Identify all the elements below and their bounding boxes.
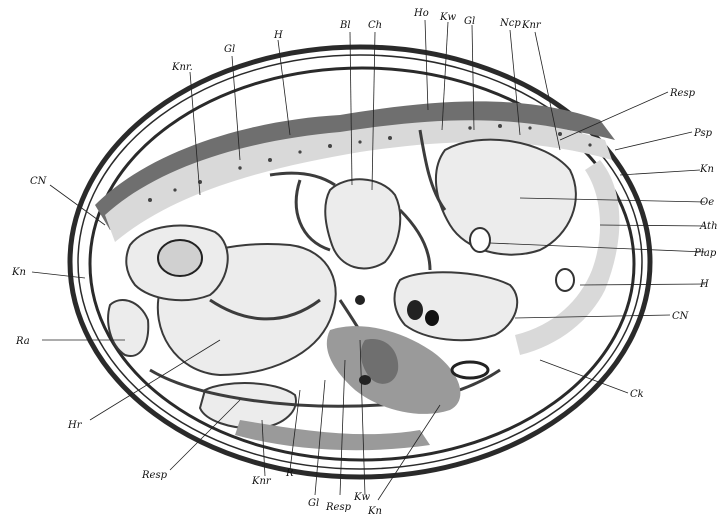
label-psp-right: Psp <box>693 128 713 139</box>
label-kw-bottom: Kw <box>353 492 370 503</box>
label-knr-bottom: Knr <box>251 476 272 487</box>
label-ck-right: Ck <box>630 389 644 400</box>
label-resp-right: Resp <box>669 88 696 99</box>
label-resp-bottom: Resp <box>325 502 352 513</box>
label-kn-bottom: Kn <box>367 506 382 517</box>
label-bl-top: Bl <box>339 20 351 31</box>
label-knr-top-left: Knr. <box>171 62 193 73</box>
label-resp-bottom-left: Resp <box>141 470 168 481</box>
label-ath-right: Ath <box>699 221 718 232</box>
label-r-bottom: R <box>285 468 294 479</box>
label-ncp-top: Ncp <box>499 18 521 29</box>
label-gl-bottom: Gl <box>308 498 319 509</box>
label-kn-right: Kn <box>699 164 714 175</box>
label-h-top: H <box>273 30 283 41</box>
label-cn-right: CN <box>672 311 690 322</box>
label-plap-right: Plap <box>693 248 717 259</box>
label-kw-top: Kw <box>439 12 456 23</box>
label-kn-left: Kn <box>11 267 26 278</box>
label-ra-left: Ra <box>15 336 30 347</box>
label-gl-top-right: Gl <box>464 16 475 27</box>
label-ch-top: Ch <box>368 20 382 31</box>
label-ho-top: Ho <box>413 8 429 19</box>
label-knr-top-right: Knr <box>521 20 542 31</box>
label-cni-left: CN <box>30 176 48 187</box>
label-oe-right: Oe <box>700 197 714 208</box>
label-gl-top: Gl <box>224 44 235 55</box>
label-h-right: H <box>699 279 709 290</box>
label-hr-left: Hr <box>67 420 83 431</box>
